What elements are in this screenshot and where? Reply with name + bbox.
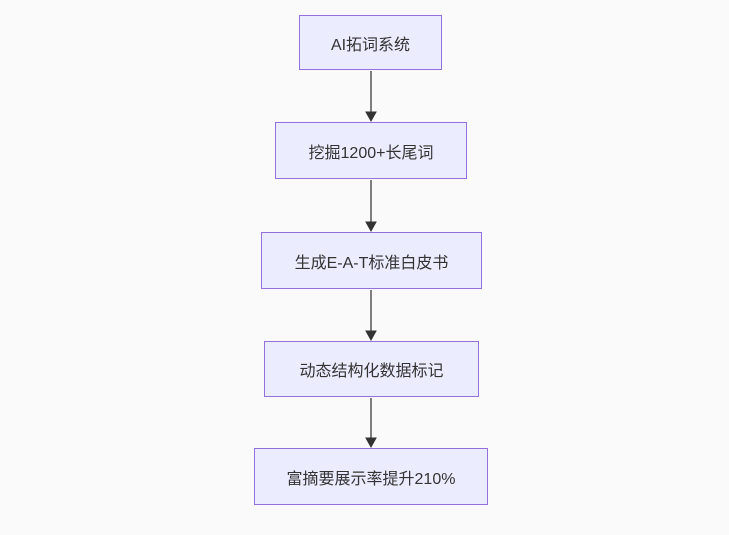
- edge-arrow-1: [365, 71, 377, 123]
- flow-node-longtail-mining: 挖掘1200+长尾词: [275, 122, 467, 179]
- flow-node-label: AI拓词系统: [330, 36, 411, 54]
- flow-node-eat-whitepaper: 生成E-A-T标准白皮书: [261, 232, 482, 289]
- flow-node-rich-snippet-uplift: 富摘要展示率提升210%: [254, 448, 488, 505]
- flow-node-structured-data-markup: 动态结构化数据标记: [264, 341, 479, 397]
- flow-node-label: 生成E-A-T标准白皮书: [294, 254, 449, 272]
- flow-node-label: 挖掘1200+长尾词: [308, 144, 434, 162]
- edge-arrow-3: [365, 290, 377, 342]
- edge-arrow-4: [365, 398, 377, 449]
- flow-node-label: 动态结构化数据标记: [299, 363, 444, 380]
- edge-arrow-2: [365, 180, 377, 233]
- flow-node-ai-keyword-system: AI拓词系统: [299, 15, 442, 70]
- flow-node-label: 富摘要展示率提升210%: [286, 470, 456, 488]
